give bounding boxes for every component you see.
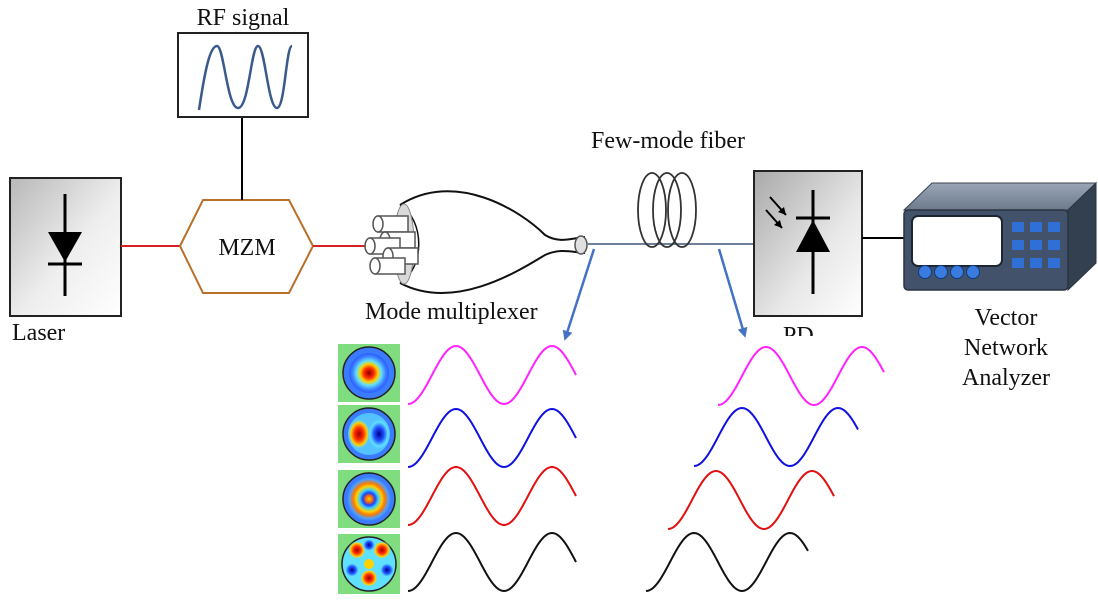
mode-profile-lp01: [338, 344, 400, 402]
vector-network-analyzer-icon: [902, 181, 1098, 292]
vna-label-line1: Vector: [974, 305, 1038, 331]
output-wave-lp02: [645, 531, 809, 593]
mode-multiplexer: [364, 190, 588, 294]
rf-waveform: [197, 44, 294, 111]
laser-diode-icon: [48, 194, 82, 296]
input-wave-lp21: [407, 465, 577, 527]
input-wave-lp02: [407, 531, 577, 593]
mode-profile-lp21: [338, 534, 400, 594]
rf-signal-label: RF signal: [196, 5, 290, 31]
mode-waveforms: [407, 344, 885, 593]
fiber-coil-icon: [637, 172, 697, 248]
vna-label-line3: Analyzer: [962, 365, 1050, 391]
output-wave-lp01: [717, 345, 885, 407]
few-mode-fiber-label: Few-mode fiber: [591, 128, 745, 154]
mzm-label: MZM: [218, 235, 276, 261]
pd-label: PD: [783, 323, 814, 336]
input-wave-lp11: [407, 407, 577, 469]
laser-label: Laser: [12, 320, 66, 346]
vna-label: Vector Network Analyzer: [936, 303, 1076, 393]
output-wave-lp11: [693, 406, 859, 468]
output-arrow-right: [717, 248, 748, 338]
pd-label-clip: PD: [775, 318, 835, 336]
vna-label-line2: Network: [964, 335, 1048, 361]
mode-profile-lp02: [338, 470, 400, 528]
laser-box: [9, 177, 122, 317]
mode-multiplexer-label: Mode multiplexer: [365, 299, 538, 325]
output-wave-lp21: [667, 469, 835, 531]
mode-profile-lp11: [338, 405, 400, 463]
photodetector-box: [753, 170, 863, 317]
output-arrow-left: [562, 248, 596, 341]
photodiode-icon: [765, 190, 830, 294]
input-wave-lp01: [407, 344, 577, 406]
